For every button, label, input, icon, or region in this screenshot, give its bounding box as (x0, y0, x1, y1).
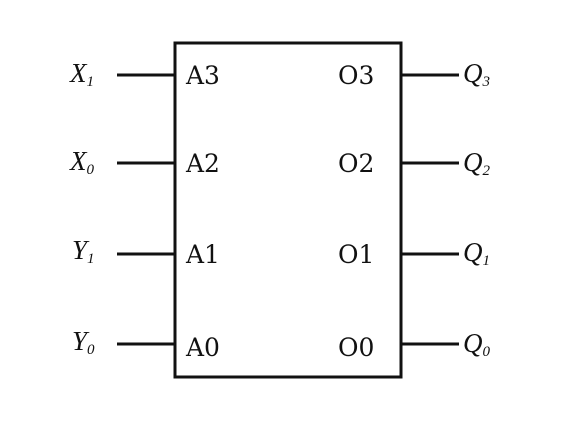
input-signal-x1: X1 (69, 58, 94, 90)
input-row-a0: Y0 A0 (72, 326, 220, 362)
pin-label-a2: A2 (185, 149, 220, 178)
pin-label-o0: O0 (338, 333, 374, 362)
input-row-a3: X1 A3 (69, 58, 220, 90)
input-signal-y0: Y0 (72, 326, 95, 358)
pin-label-o2: O2 (338, 149, 374, 178)
pin-label-o3: O3 (338, 61, 374, 90)
pin-label-a3: A3 (185, 61, 220, 90)
output-row-o3: O3 Q3 (338, 58, 490, 90)
output-signal-q0: Q0 (463, 328, 491, 360)
input-signal-y1: Y1 (72, 235, 95, 267)
pin-label-o1: O1 (338, 240, 374, 269)
output-signal-q2: Q2 (463, 147, 491, 179)
input-signal-x0: X0 (69, 146, 95, 178)
output-signal-q1: Q1 (463, 237, 490, 269)
output-row-o0: O0 Q0 (338, 328, 491, 362)
chip-box (173, 41, 403, 379)
pin-label-a0: A0 (185, 333, 220, 362)
output-row-o2: O2 Q2 (338, 147, 491, 179)
pin-label-a1: A1 (185, 240, 220, 269)
output-row-o1: O1 Q1 (338, 237, 490, 269)
input-row-a2: X0 A2 (69, 146, 220, 178)
output-signal-q3: Q3 (463, 58, 490, 90)
input-row-a1: Y1 A1 (72, 235, 220, 269)
